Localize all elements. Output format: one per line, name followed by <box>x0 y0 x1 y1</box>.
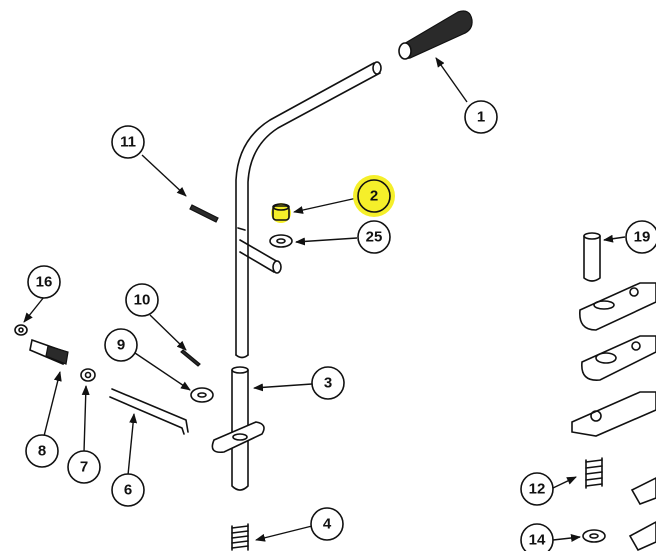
part-10-pin <box>180 349 201 367</box>
part-6-rod <box>109 388 189 435</box>
callout-11-label: 11 <box>120 134 136 151</box>
callout-6: 6 <box>111 473 145 507</box>
part-bracket-plates <box>571 282 656 551</box>
callout-4: 4 <box>310 507 344 541</box>
part-8-stud <box>29 338 69 366</box>
callout-10: 10 <box>125 283 159 317</box>
callout-7-label: 7 <box>80 459 88 476</box>
callout-1-label: 1 <box>477 109 485 126</box>
part-handle-tube-upper <box>235 61 382 359</box>
callout-12: 12 <box>520 472 554 506</box>
callout-10-label: 10 <box>134 292 151 309</box>
part-12-spring <box>585 457 603 489</box>
part-16-nut <box>14 324 28 336</box>
part-11-pin <box>189 204 219 223</box>
callout-8-label: 8 <box>38 443 46 460</box>
callout-9-label: 9 <box>117 337 125 354</box>
callout-7: 7 <box>67 450 101 484</box>
part-14-washer <box>582 529 606 543</box>
part-2-bushing <box>271 203 291 223</box>
part-7-nut <box>80 368 96 382</box>
callout-19-label: 19 <box>634 229 651 246</box>
part-9-washer <box>190 387 214 403</box>
callout-14-label: 14 <box>529 532 546 549</box>
callout-25-label: 25 <box>366 229 383 246</box>
callout-11: 11 <box>111 125 145 159</box>
part-25-washer <box>269 234 293 248</box>
callout-16-label: 16 <box>36 274 53 291</box>
callout-6-label: 6 <box>124 482 132 499</box>
callout-8: 8 <box>25 434 59 468</box>
callout-25: 25 <box>357 220 391 254</box>
leader-lines <box>23 57 626 542</box>
part-4-spring <box>231 523 249 551</box>
part-3-lower-tube <box>211 366 265 491</box>
callout-3: 3 <box>311 366 345 400</box>
part-1-handle-grip <box>398 10 473 60</box>
callout-19: 19 <box>625 220 656 254</box>
callout-3-label: 3 <box>324 375 332 392</box>
callout-2: 2 <box>357 179 391 213</box>
callout-2-label: 2 <box>370 188 378 205</box>
callout-12-label: 12 <box>529 481 546 498</box>
part-19-post <box>583 232 601 282</box>
callout-9: 9 <box>104 328 138 362</box>
callout-14: 14 <box>520 523 554 551</box>
callout-4-label: 4 <box>323 516 332 533</box>
callout-1: 1 <box>464 100 498 134</box>
callout-16: 16 <box>27 265 61 299</box>
